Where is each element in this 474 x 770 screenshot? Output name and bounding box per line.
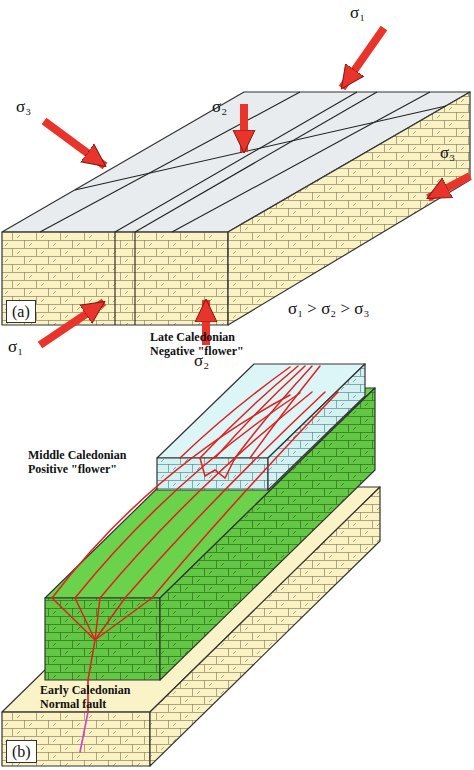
stress-label: σ₁ [350, 2, 365, 23]
panel-text: (a) [12, 303, 30, 320]
stress-label: σ₂ [212, 96, 227, 117]
stress-label: σ₃ [440, 142, 455, 163]
panel-text: (b) [12, 743, 31, 760]
panel-label: (a) [6, 300, 36, 323]
stress-label: σ₃ [16, 96, 31, 117]
stress-relation: σ₁ > σ₂ > σ₃ [288, 298, 369, 319]
stage-label: Early Caledonian Normal fault [40, 683, 152, 711]
stress-label: σ₁ [8, 336, 23, 357]
panel-label: (b) [6, 740, 37, 763]
stage-label: Late Caledonian Negative "flower" [150, 330, 268, 358]
stage-label: Middle Caledonian Positive "flower" [28, 448, 156, 476]
